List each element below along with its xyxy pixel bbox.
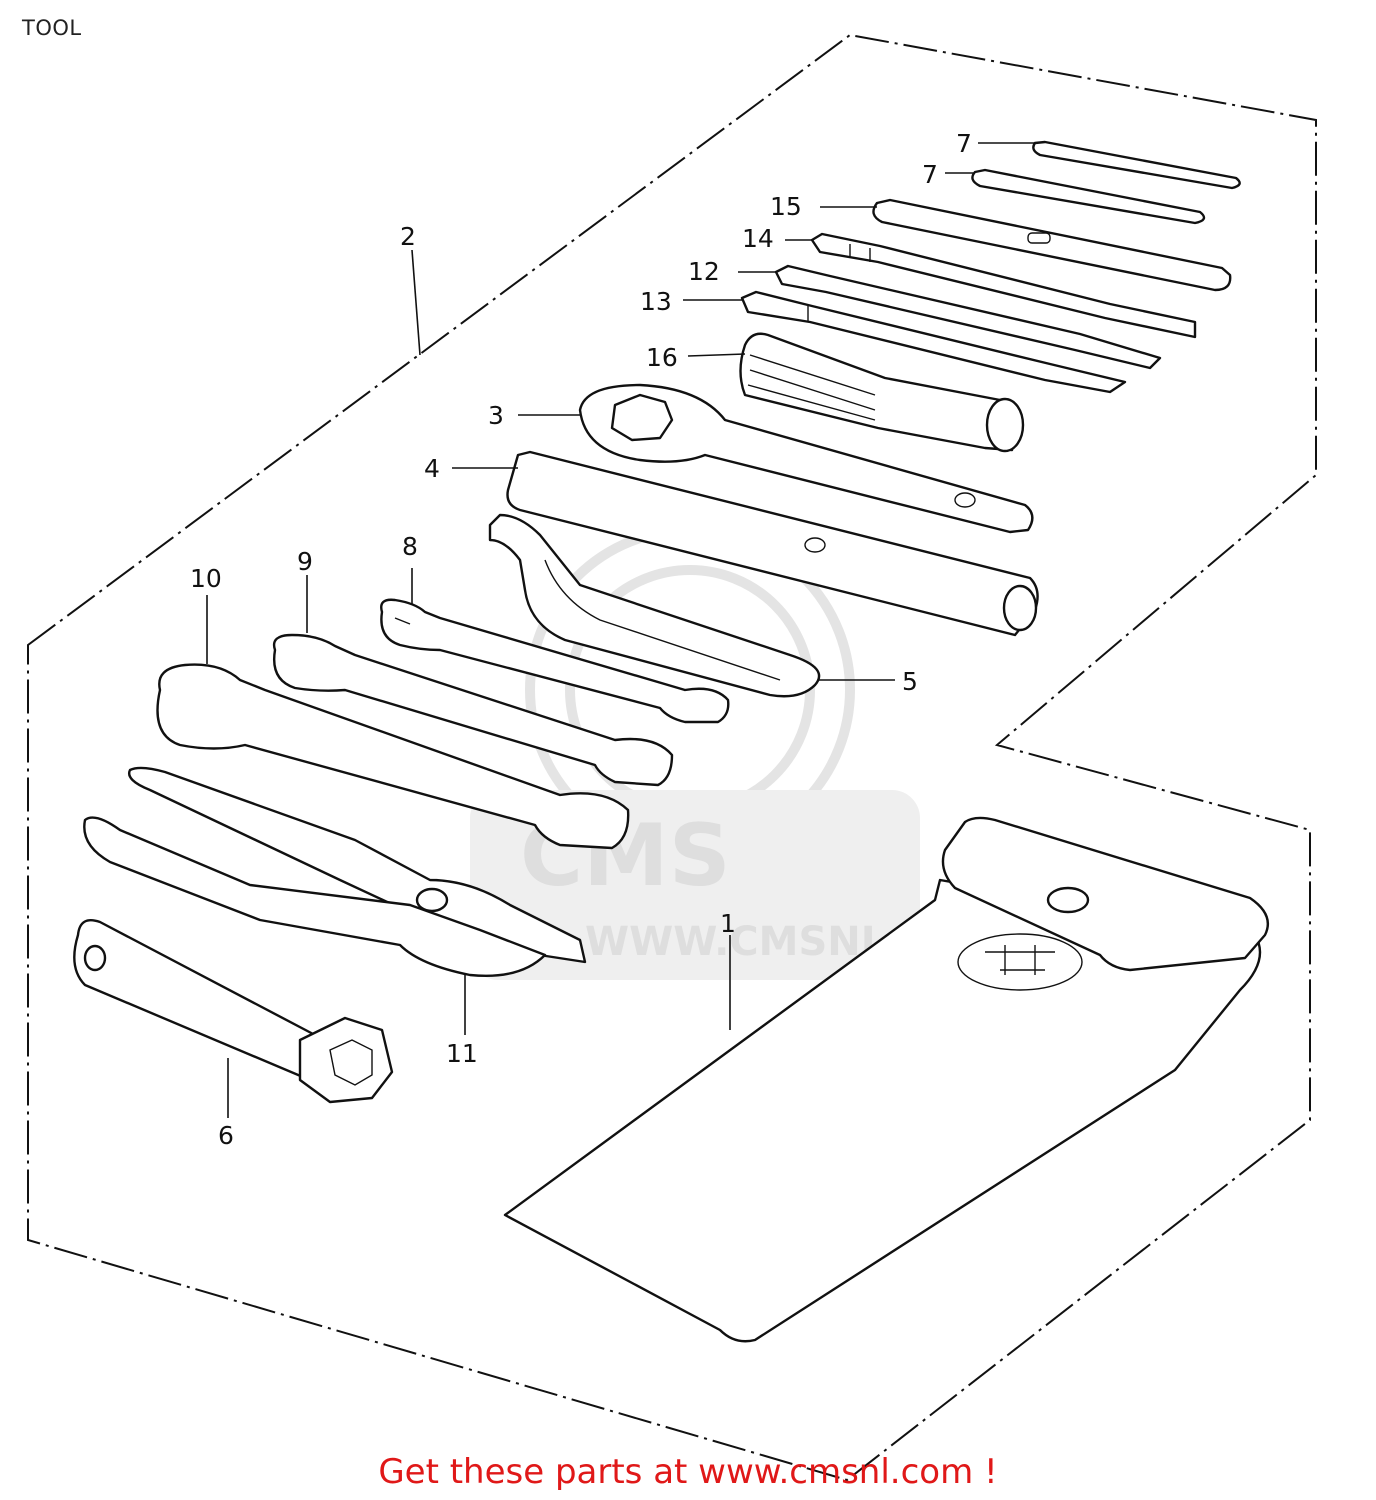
callout-10: 10: [190, 564, 222, 593]
callout-9: 9: [297, 547, 313, 576]
tool-bag-outline: [27, 33, 1317, 1482]
callout-4: 4: [424, 454, 440, 483]
callout-13: 13: [640, 287, 672, 316]
part-7-strip-upper: [1032, 140, 1241, 190]
callout-11: 11: [446, 1039, 478, 1068]
part-8-open-end-wrench: [380, 598, 730, 724]
part-10-open-end-wrench: [156, 663, 630, 850]
part-9-open-end-wrench: [272, 633, 674, 787]
part-12-screwdriver: [774, 264, 1162, 370]
callout-12: 12: [688, 257, 720, 286]
callout-15: 15: [770, 192, 802, 221]
part-14-screwdriver: [810, 232, 1197, 339]
footer-link[interactable]: Get these parts at www.cmsnl.com !: [378, 1452, 998, 1492]
part-4-pin-spanner-bar: [506, 450, 1039, 637]
leader-lines: [206, 142, 1035, 1118]
part-6-box-spanner: [73, 918, 394, 1104]
callout-14: 14: [742, 224, 774, 253]
callout-5: 5: [902, 667, 918, 696]
part-7-strip-lower: [971, 168, 1206, 225]
part-3-ring-spanner: [578, 383, 1034, 534]
part-1-tool-pouch: [503, 816, 1270, 1343]
page-title: TOOL: [22, 16, 82, 40]
callout-7-upper: 7: [956, 129, 972, 158]
callout-2: 2: [400, 222, 416, 251]
callout-labels: 7 7 15 14 12 13 16 3 4 5 8 9 10 11 6 1 2: [190, 129, 972, 1150]
callout-3: 3: [488, 401, 504, 430]
callout-6: 6: [218, 1121, 234, 1150]
part-5-hook-spanner: [488, 513, 821, 698]
callout-1: 1: [720, 909, 736, 938]
callout-16: 16: [646, 343, 678, 372]
callout-8: 8: [402, 532, 418, 561]
callout-7-lower: 7: [922, 160, 938, 189]
part-15-flat-handle: [872, 198, 1232, 292]
part-13-screwdriver: [740, 290, 1127, 394]
part-11-pliers: [83, 766, 587, 977]
part-16-screwdriver-handle: [739, 332, 1025, 453]
